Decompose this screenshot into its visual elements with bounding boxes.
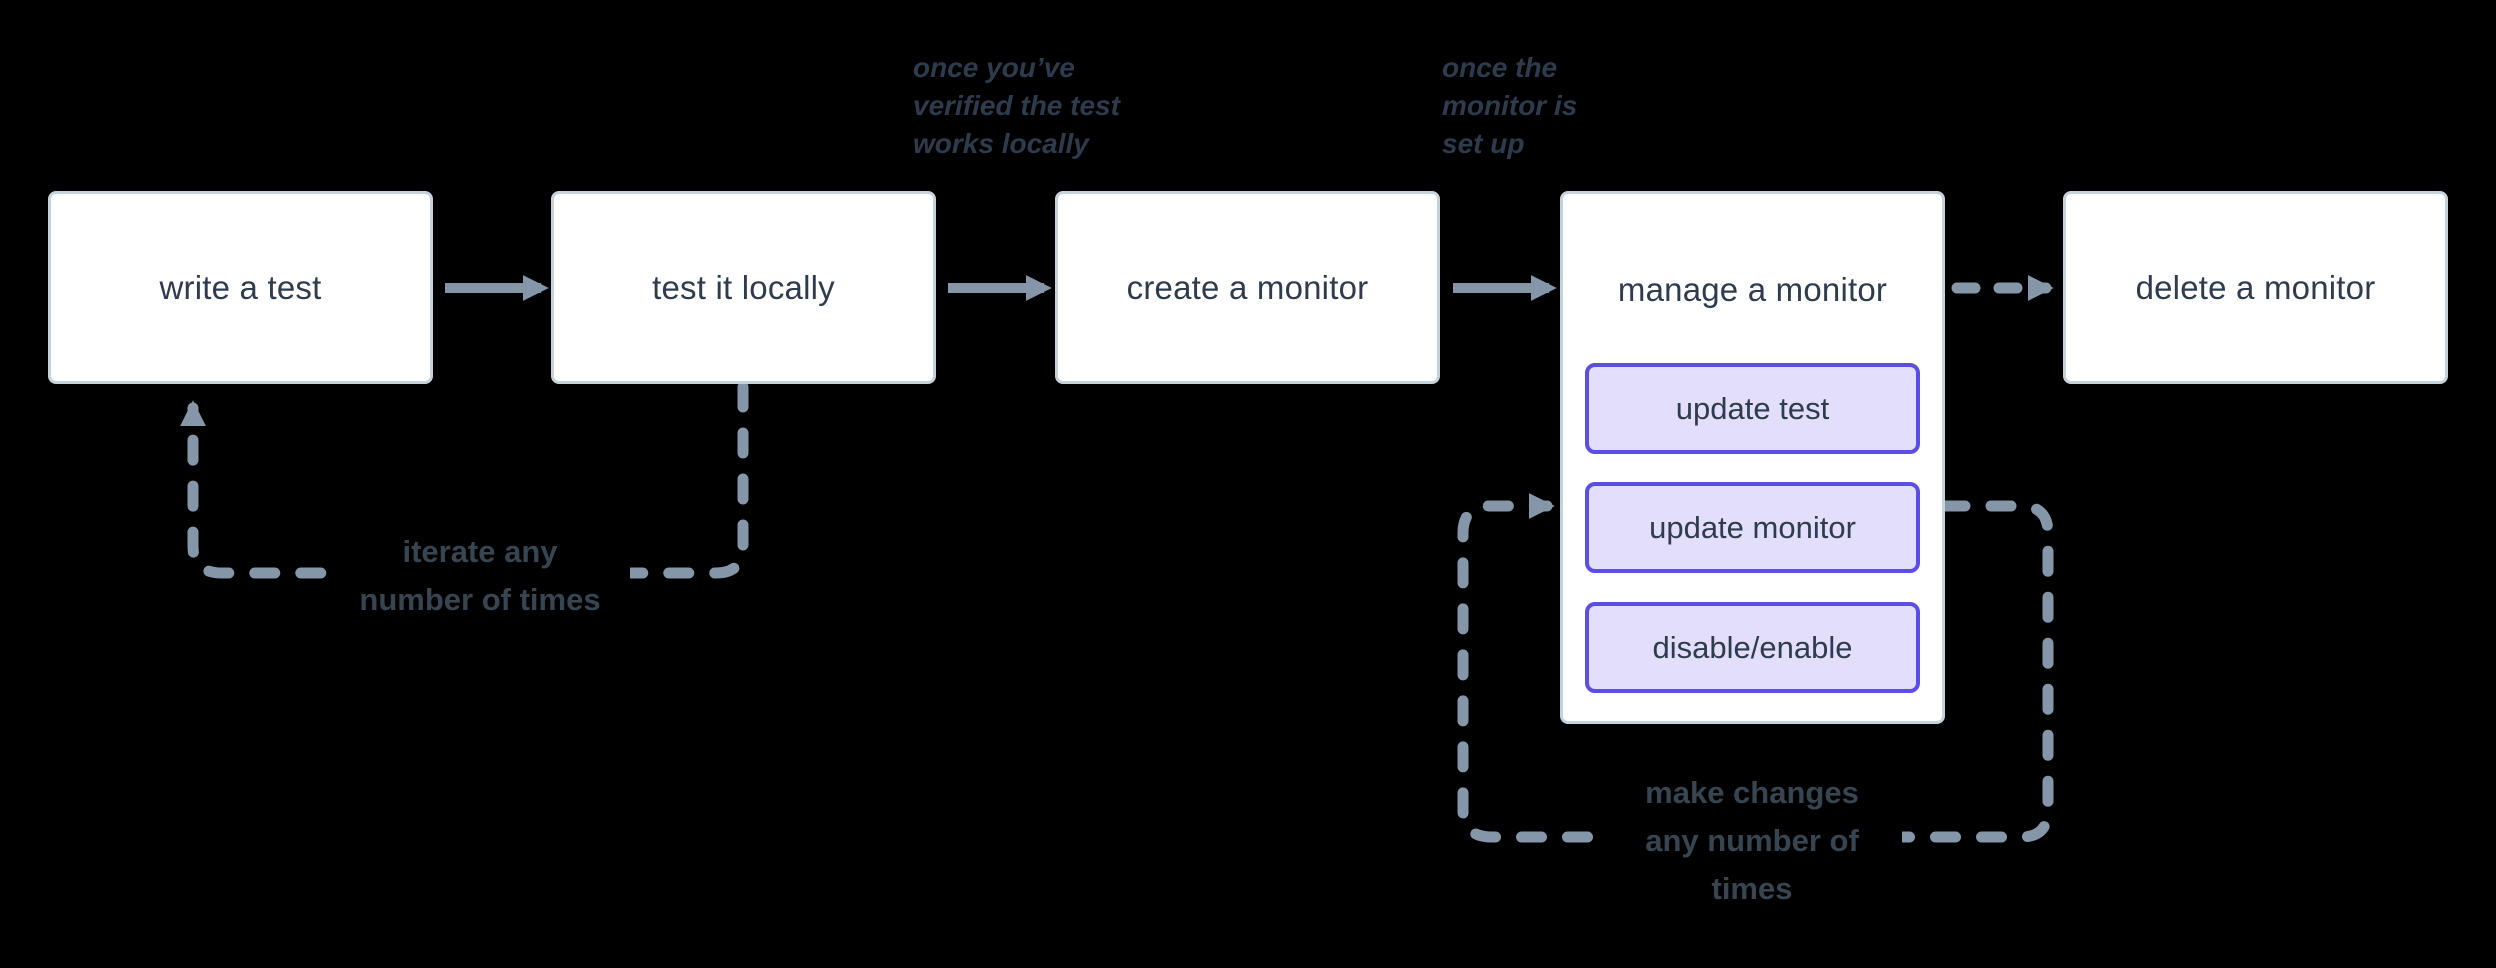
node-manage-a-monitor: manage a monitor update test update moni…	[1560, 191, 1945, 724]
manage-loop-label: make changes any number of times	[1602, 769, 1902, 913]
substep-update-monitor-label: update monitor	[1649, 509, 1856, 545]
node-delete-a-monitor-label: delete a monitor	[2135, 268, 2376, 306]
substep-disable-enable: disable/enable	[1585, 602, 1920, 693]
annotation-once-monitor-set-up: once the monitor is set up	[1442, 52, 1578, 159]
iterate-loop-label: iterate any number of times	[330, 528, 630, 624]
node-delete-a-monitor: delete a monitor	[2063, 191, 2448, 384]
substep-update-test: update test	[1585, 363, 1920, 454]
node-write-a-test-label: write a test	[159, 268, 322, 306]
node-test-it-locally: test it locally	[551, 191, 936, 384]
substep-disable-enable-label: disable/enable	[1652, 629, 1853, 665]
node-manage-a-monitor-title: manage a monitor	[1563, 194, 1942, 386]
node-write-a-test: write a test	[48, 191, 433, 384]
substep-update-test-label: update test	[1675, 390, 1830, 426]
iterate-loop-connector	[180, 381, 749, 579]
substep-update-monitor: update monitor	[1585, 482, 1920, 573]
node-test-it-locally-label: test it locally	[652, 268, 835, 306]
node-create-a-monitor: create a monitor	[1055, 191, 1440, 384]
node-create-a-monitor-label: create a monitor	[1126, 268, 1369, 306]
node-manage-a-monitor-label: manage a monitor	[1617, 271, 1888, 308]
annotation-verified-test-works-locally: once you’ve verified the test works loca…	[913, 52, 1120, 159]
